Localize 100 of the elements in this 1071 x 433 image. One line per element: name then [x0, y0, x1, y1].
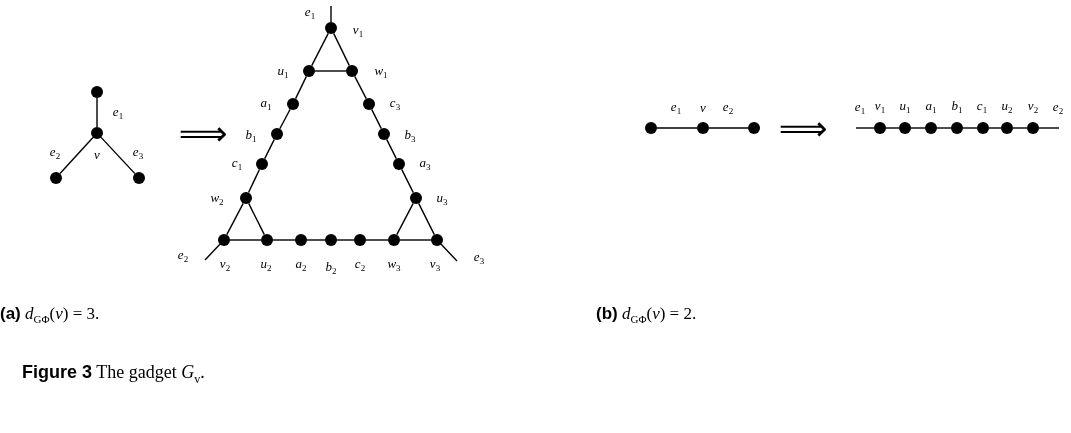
- vertex-dot: [363, 98, 375, 110]
- graph-edge: [336, 239, 355, 241]
- vertex-dot: [1027, 122, 1039, 134]
- vertex-dot: [218, 234, 230, 246]
- graph-edge: [962, 127, 978, 129]
- graph-edge: [418, 202, 435, 236]
- graph-edge: [311, 32, 329, 67]
- graph-edge: [272, 239, 296, 241]
- vertex-label: c$_{2}$: [353, 257, 367, 273]
- vertex-dot: [91, 86, 103, 98]
- vertex-dot: [645, 122, 657, 134]
- graph-edge: [248, 202, 265, 236]
- implies-sign: ⟹: [778, 111, 828, 145]
- vertex-dot: [240, 192, 252, 204]
- vertex-dot: [748, 122, 760, 134]
- graph-edge: [855, 127, 875, 129]
- graph-edge: [386, 138, 397, 160]
- vertex-dot: [91, 127, 103, 139]
- graph-edge: [247, 168, 261, 194]
- graph-edge: [354, 75, 367, 100]
- graph-edge: [96, 97, 98, 128]
- vertex-label: v$_{3}$: [428, 257, 442, 273]
- vertex-label: b$_{1}$: [244, 128, 258, 144]
- implies-sign: ⟹: [178, 116, 228, 150]
- vertex-dot: [874, 122, 886, 134]
- vertex-label: a$_{2}$: [294, 257, 308, 273]
- vertex-label: a$_{1}$: [259, 96, 273, 112]
- graph-edge: [264, 138, 275, 160]
- vertex-dot: [951, 122, 963, 134]
- graph-edge: [910, 127, 926, 129]
- graph-edge: [396, 202, 414, 236]
- graph-edge: [371, 108, 382, 130]
- vertex-dot: [393, 158, 405, 170]
- vertex-dot: [410, 192, 422, 204]
- vertex-dot: [256, 158, 268, 170]
- vertex-dot: [303, 65, 315, 77]
- vertex-label: v: [699, 100, 707, 114]
- graph-edge: [1012, 127, 1028, 129]
- vertex-dot: [388, 234, 400, 246]
- vertex-label: v$_{2}$: [218, 257, 232, 273]
- vertex-label: v$_{2}$: [1026, 99, 1040, 115]
- vertex-dot: [325, 234, 337, 246]
- graph-edge: [100, 136, 136, 175]
- vertex-dot: [925, 122, 937, 134]
- vertex-label: a$_{1}$: [924, 99, 938, 115]
- graph-edge: [226, 202, 244, 236]
- graph-edge: [294, 75, 308, 100]
- graph-edge: [330, 5, 332, 23]
- vertex-dot: [354, 234, 366, 246]
- vertex-dot: [431, 234, 443, 246]
- graph-edge: [365, 239, 389, 241]
- vertex-label: w$_{2}$: [209, 191, 225, 207]
- vertex-dot: [697, 122, 709, 134]
- graph-edge: [1038, 127, 1060, 129]
- graph-edge: [279, 108, 291, 130]
- graph-edge: [229, 239, 262, 241]
- vertex-label: u$_{1}$: [898, 99, 912, 115]
- graph-edge: [885, 127, 900, 129]
- vertex-label: a$_{3}$: [418, 156, 432, 172]
- vertex-dot: [899, 122, 911, 134]
- subfigure-caption: (a) d$_{GΦ}$(v) = 3.: [0, 303, 100, 327]
- vertex-dot: [346, 65, 358, 77]
- vertex-label: u$_{2}$: [1000, 99, 1014, 115]
- vertex-label: b$_{3}$: [403, 128, 417, 144]
- vertex-label: c$_{3}$: [388, 96, 402, 112]
- vertex-label: w$_{3}$: [386, 257, 402, 273]
- vertex-label: w$_{1}$: [373, 64, 389, 80]
- vertex-label: v$_{1}$: [873, 99, 887, 115]
- vertex-dot: [295, 234, 307, 246]
- vertex-dot: [271, 128, 283, 140]
- vertex-label: b$_{1}$: [950, 99, 964, 115]
- graph-edge: [656, 127, 698, 129]
- graph-edge: [401, 168, 414, 194]
- vertex-label: v$_{1}$: [351, 23, 365, 39]
- vertex-label: c$_{1}$: [975, 99, 989, 115]
- graph-edge: [59, 136, 94, 175]
- vertex-label: u$_{2}$: [259, 257, 273, 273]
- graph-edge: [332, 32, 351, 67]
- vertex-label: c$_{1}$: [230, 156, 244, 172]
- graph-edge: [936, 127, 952, 129]
- vertex-label: u$_{1}$: [276, 64, 290, 80]
- vertex-dot: [378, 128, 390, 140]
- vertex-dot: [1001, 122, 1013, 134]
- vertex-label: v: [93, 147, 101, 161]
- vertex-dot: [287, 98, 299, 110]
- vertex-dot: [50, 172, 62, 184]
- vertex-label: b$_{2}$: [324, 260, 338, 276]
- subfigure-caption: (b) d$_{GΦ}$(v) = 2.: [596, 303, 697, 327]
- graph-edge: [306, 239, 326, 241]
- graph-edge: [440, 243, 458, 262]
- graph-edge: [204, 243, 221, 261]
- graph-edge: [399, 239, 432, 241]
- vertex-dot: [325, 22, 337, 34]
- vertex-dot: [261, 234, 273, 246]
- graph-edge: [988, 127, 1002, 129]
- vertex-label: u$_{3}$: [435, 191, 449, 207]
- vertex-dot: [977, 122, 989, 134]
- figure-caption: Figure 3 The gadget G$_{v}$.: [22, 362, 205, 387]
- graph-edge: [314, 70, 347, 72]
- vertex-dot: [133, 172, 145, 184]
